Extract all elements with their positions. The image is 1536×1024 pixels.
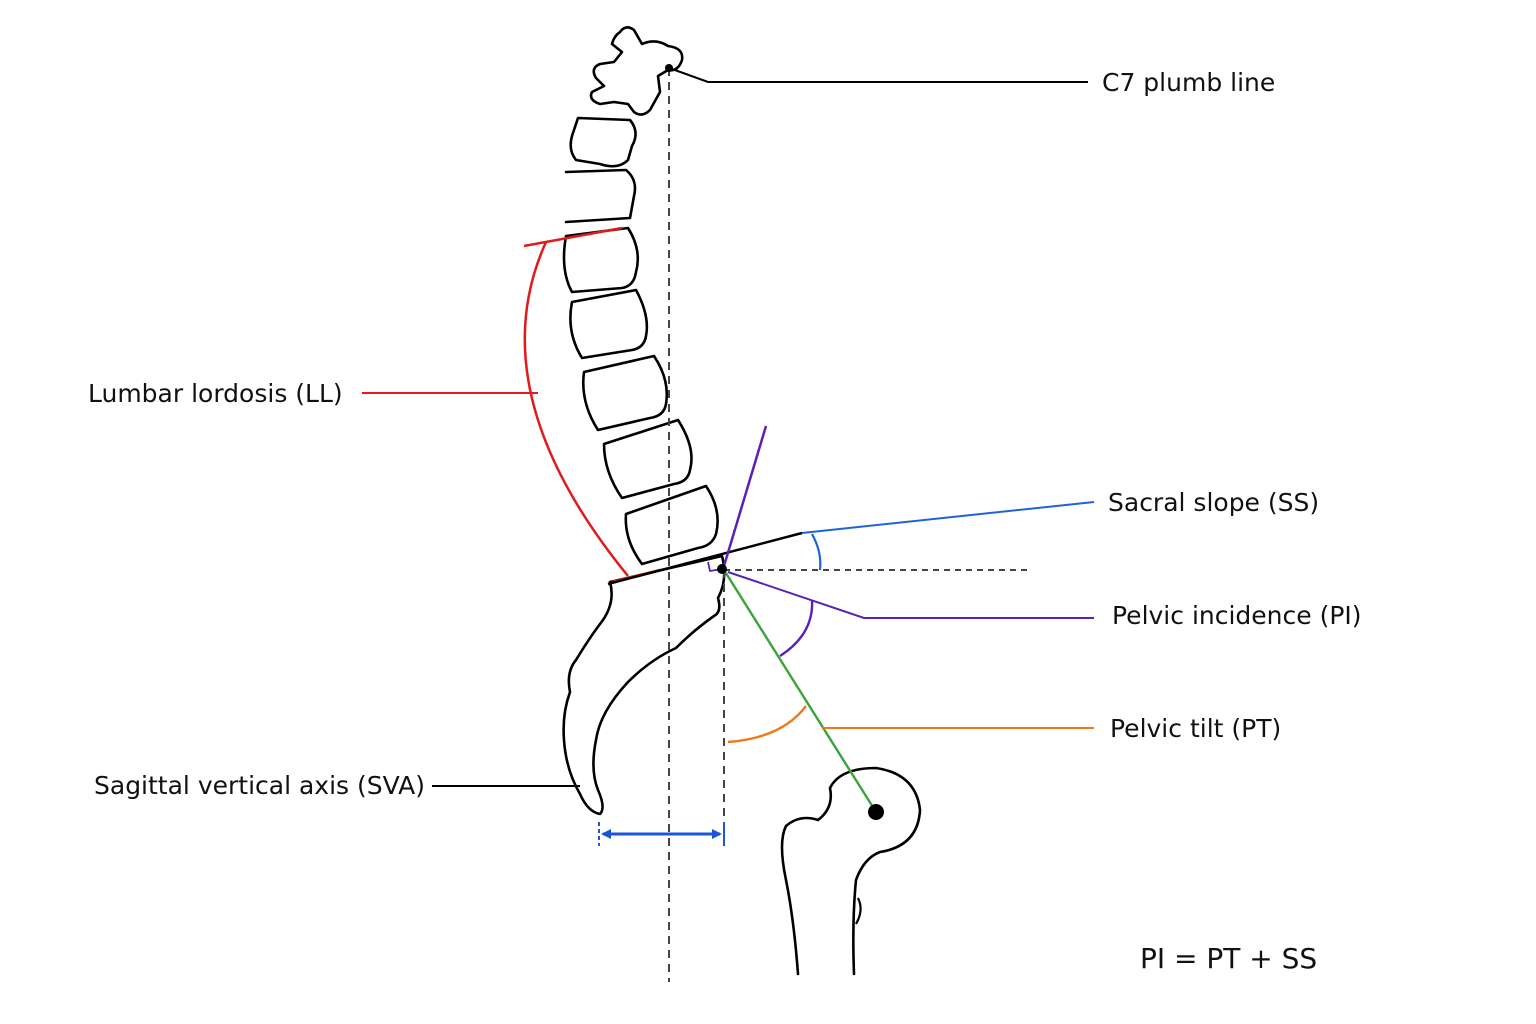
t2-vertebra: [564, 168, 637, 224]
c7-vertebra: [589, 26, 684, 116]
l4-vertebra: [602, 418, 693, 500]
sacral-plate-midpoint: [717, 564, 727, 574]
l5-vertebra: [624, 484, 719, 566]
pi-arc: [779, 599, 814, 658]
l2-vertebra: [569, 288, 649, 360]
sagittal-vertical-axis-label: Sagittal vertical axis (SVA): [94, 771, 425, 800]
c7-leader: [671, 68, 1088, 83]
pelvic-incidence-label: Pelvic incidence (PI): [1112, 601, 1362, 630]
pelvic-tilt-label: Pelvic tilt (PT): [1110, 714, 1282, 743]
ss-leader: [801, 501, 1095, 534]
l3-vertebra: [582, 354, 669, 432]
femoral-head-center: [868, 804, 884, 820]
ll-upper-line: [523, 226, 623, 248]
sacrum: [562, 554, 726, 816]
l1-vertebra: [562, 226, 640, 294]
pi-leader: [727, 571, 1094, 619]
ll-arc: [523, 241, 629, 577]
ss-arc: [811, 533, 822, 571]
formula: PI = PT + SS: [1140, 942, 1318, 975]
femur: [780, 766, 922, 976]
sacral-slope-label: Sacral slope (SS): [1108, 488, 1320, 517]
pt-arc: [727, 705, 807, 744]
c7-plumb-line-label: C7 plumb line: [1102, 68, 1276, 97]
t1-vertebra: [569, 116, 637, 168]
femur-detail: [855, 897, 862, 925]
sacral-endplate-line: [607, 531, 803, 586]
lumbar-lordosis-label: Lumbar lordosis (LL): [88, 379, 343, 408]
femoral-head-axis: [722, 569, 878, 813]
pi-perpendicular-line: [722, 425, 768, 567]
c7-point: [665, 64, 673, 72]
